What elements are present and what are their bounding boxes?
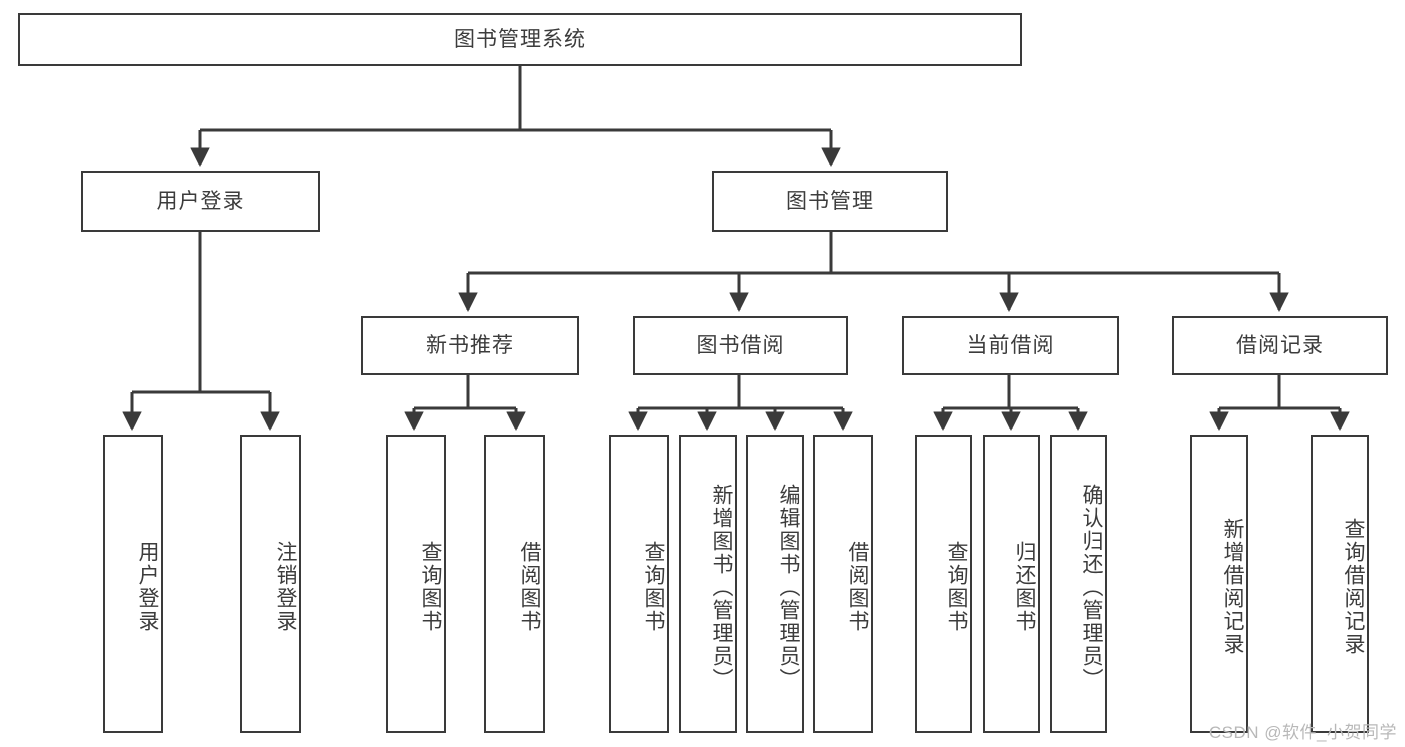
- node-book-borrow[interactable]: 图书借阅: [633, 316, 848, 375]
- node-root[interactable]: 图书管理系统: [18, 13, 1022, 66]
- node-leaf-borrow-book-rec-label: 借阅图书: [518, 541, 541, 633]
- node-leaf-user-login-label: 用户登录: [136, 541, 159, 633]
- node-leaf-confirm-return[interactable]: 确认归还（管理员）: [1050, 435, 1107, 733]
- node-leaf-borrow-book-rec[interactable]: 借阅图书: [484, 435, 545, 733]
- node-leaf-query-book[interactable]: 查询图书: [609, 435, 669, 733]
- node-borrow-record[interactable]: 借阅记录: [1172, 316, 1388, 375]
- node-leaf-query-book-label: 查询图书: [642, 541, 665, 633]
- node-new-book-rec-label: 新书推荐: [426, 333, 514, 357]
- node-leaf-query-record-label: 查询借阅记录: [1342, 518, 1365, 656]
- node-leaf-borrow-book[interactable]: 借阅图书: [813, 435, 873, 733]
- node-root-label: 图书管理系统: [454, 27, 586, 51]
- node-leaf-query-book-cur-label: 查询图书: [945, 541, 968, 633]
- node-leaf-add-record-label: 新增借阅记录: [1221, 518, 1244, 656]
- node-leaf-edit-book[interactable]: 编辑图书（管理员）: [746, 435, 804, 733]
- node-borrow-record-label: 借阅记录: [1236, 333, 1324, 357]
- node-new-book-rec[interactable]: 新书推荐: [361, 316, 579, 375]
- node-leaf-borrow-book-label: 借阅图书: [846, 541, 869, 633]
- node-book-manage[interactable]: 图书管理: [712, 171, 948, 232]
- node-leaf-query-book-rec-label: 查询图书: [419, 541, 442, 633]
- node-leaf-add-book[interactable]: 新增图书（管理员）: [679, 435, 737, 733]
- node-leaf-logout[interactable]: 注销登录: [240, 435, 301, 733]
- node-leaf-query-book-rec[interactable]: 查询图书: [386, 435, 446, 733]
- node-current-borrow[interactable]: 当前借阅: [902, 316, 1119, 375]
- watermark: CSDN @软件_小贺同学: [1208, 723, 1397, 742]
- node-leaf-query-record[interactable]: 查询借阅记录: [1311, 435, 1369, 733]
- node-leaf-return-book-label: 归还图书: [1013, 541, 1036, 633]
- node-user-login-label: 用户登录: [156, 189, 245, 213]
- node-leaf-edit-book-label: 编辑图书（管理员）: [777, 483, 800, 691]
- node-user-login[interactable]: 用户登录: [81, 171, 320, 232]
- node-book-borrow-label: 图书借阅: [696, 333, 785, 357]
- node-leaf-query-book-cur[interactable]: 查询图书: [915, 435, 972, 733]
- node-book-manage-label: 图书管理: [786, 189, 874, 213]
- node-leaf-return-book[interactable]: 归还图书: [983, 435, 1040, 733]
- node-leaf-logout-label: 注销登录: [274, 541, 297, 633]
- node-leaf-user-login[interactable]: 用户登录: [103, 435, 163, 733]
- node-leaf-confirm-return-label: 确认归还（管理员）: [1080, 483, 1103, 691]
- node-leaf-add-record[interactable]: 新增借阅记录: [1190, 435, 1248, 733]
- node-leaf-add-book-label: 新增图书（管理员）: [710, 483, 733, 691]
- node-current-borrow-label: 当前借阅: [966, 333, 1055, 357]
